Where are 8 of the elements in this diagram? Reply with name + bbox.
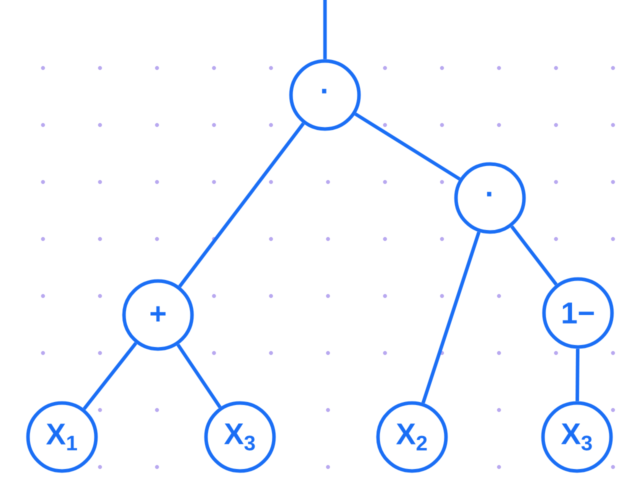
connector-line (82, 342, 138, 410)
connector-line (178, 122, 305, 288)
connector-line (176, 344, 222, 408)
connector-line (576, 348, 580, 402)
connector-line (323, 0, 327, 60)
connector-line (354, 112, 461, 181)
connector-line (421, 231, 481, 404)
connector-line (510, 225, 558, 286)
